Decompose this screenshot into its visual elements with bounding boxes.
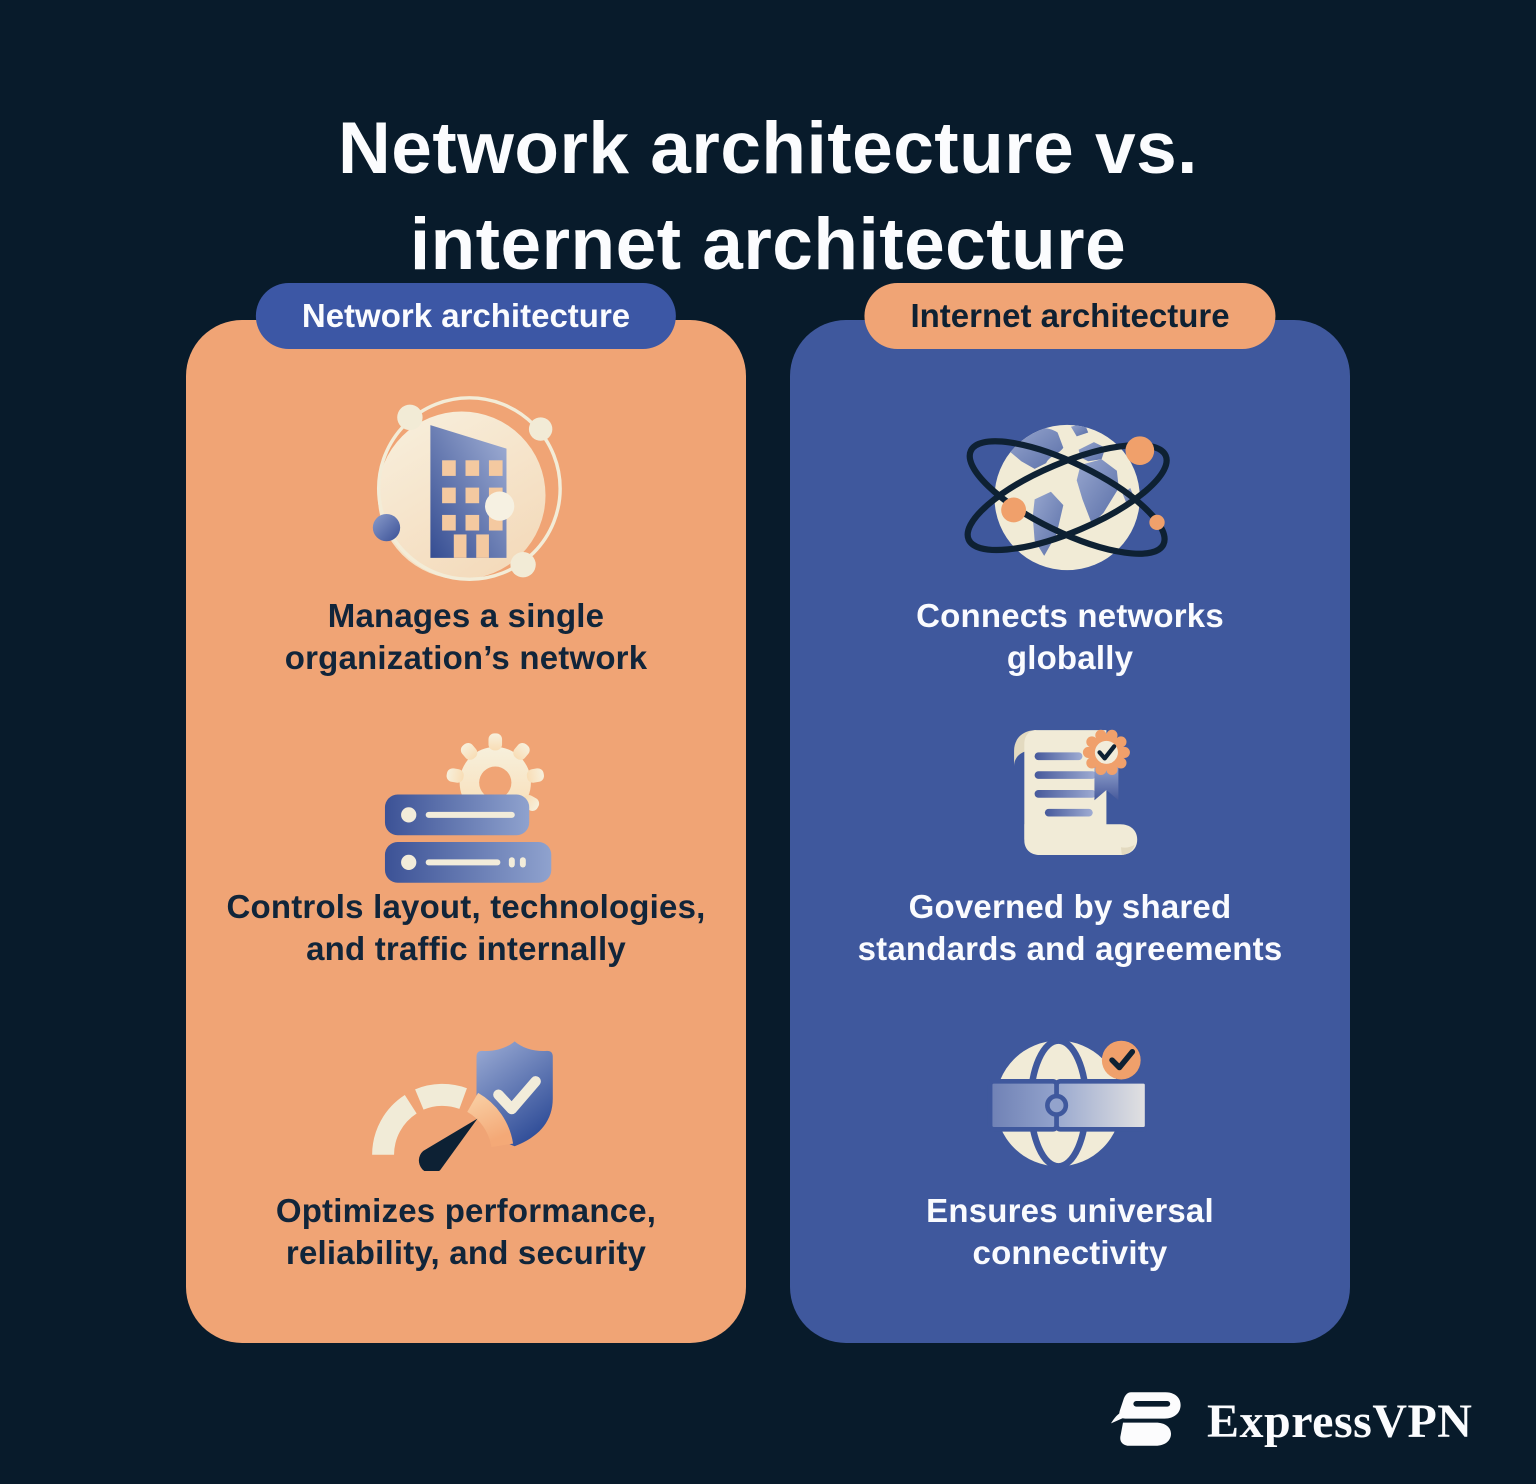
building-network-icon (186, 392, 746, 592)
brand-name: ExpressVPN (1207, 1395, 1473, 1448)
network-architecture-header-pill: Network architecture (255, 283, 677, 349)
item-text: Connects networks globally (916, 597, 1224, 676)
page-title: Network architecture vs. internet archit… (0, 101, 1536, 293)
certificate-scroll-icon (790, 718, 1350, 868)
item-text: Controls layout, technologies, and traff… (226, 888, 706, 967)
globe-puzzle-icon (790, 1025, 1350, 1182)
header-label: Internet architecture (910, 297, 1230, 334)
internet-architecture-card: Internet architecture (790, 283, 1350, 1343)
internet-architecture-header-pill: Internet architecture (864, 283, 1276, 349)
item-text: Ensures universal connectivity (926, 1192, 1214, 1271)
item-text: Optimizes performance, reliability, and … (275, 1192, 657, 1271)
page-title-line2: internet architecture (409, 203, 1127, 285)
brand-footer: ExpressVPN (1103, 1385, 1472, 1458)
header-label: Network architecture (301, 297, 631, 334)
item-text: Governed by shared standards and agreeme… (857, 888, 1283, 967)
globe-orbits-icon (790, 400, 1350, 596)
item-text: Manages a single organization’s network (284, 597, 648, 676)
server-gear-icon (186, 730, 746, 887)
page-title-line1: Network architecture vs. (338, 107, 1198, 189)
expressvpn-logo-icon (1103, 1385, 1191, 1458)
network-architecture-card: Network architecture (186, 283, 746, 1343)
gauge-shield-icon (186, 1028, 746, 1171)
